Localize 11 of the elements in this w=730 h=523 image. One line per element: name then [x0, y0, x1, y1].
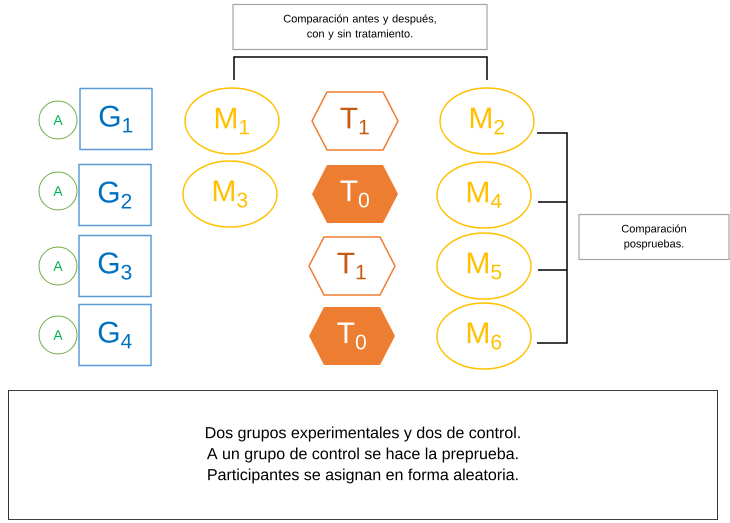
group-box: G$_{3}$	[78, 234, 152, 298]
comment-box: Comparación antes y después, con y sin tratamiento.	[232, 4, 488, 50]
group-box: G$_{2}$	[78, 164, 152, 226]
group-box: G$_{1}$	[79, 88, 153, 150]
note-box: Dos grupos experimentales y dos de control. A un grupo de control se hace la preprueba. Participantes se asignan en forma aleatoria.	[8, 390, 718, 520]
treatment-hexagon: T$_{0}$	[309, 307, 395, 365]
treatment-hexagon: T$_{1}$	[308, 236, 396, 296]
comment-box: Comparación pospruebas.	[578, 214, 730, 260]
group-box: G$_{4}$	[78, 304, 152, 366]
treatment-hexagon: T$_{0}$	[312, 165, 398, 223]
treatment-hexagon: T$_{1}$	[311, 91, 399, 151]
